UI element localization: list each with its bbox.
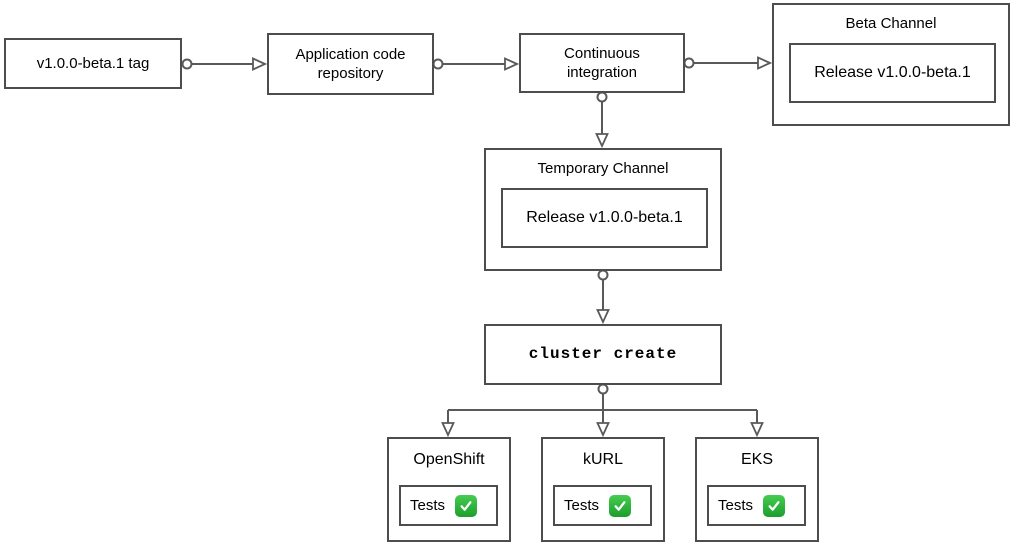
tests-label: Tests bbox=[564, 497, 600, 514]
node-application-code-repository: Application code repository bbox=[267, 33, 434, 95]
application-code-repository-label: Application code repository bbox=[295, 46, 406, 82]
cluster-create-label: cluster create bbox=[528, 345, 678, 363]
eks-title: EKS bbox=[740, 451, 773, 468]
node-eks: EKS Tests bbox=[695, 437, 819, 542]
beta-channel-title: Beta Channel bbox=[845, 15, 937, 32]
arrow-temporary-channel-to-cluster-create bbox=[596, 269, 610, 325]
version-tag-label: v1.0.0-beta.1 tag bbox=[36, 55, 150, 72]
check-mark-green-icon bbox=[609, 494, 632, 517]
openshift-title: OpenShift bbox=[413, 451, 485, 468]
arrow-ci-to-beta-channel bbox=[683, 56, 773, 70]
node-continuous-integration: Continuous integration bbox=[519, 33, 685, 93]
node-cluster-create: cluster create bbox=[484, 324, 722, 385]
kurl-title: kURL bbox=[582, 451, 623, 468]
check-mark-green-icon bbox=[763, 494, 786, 517]
node-beta-release: Release v1.0.0-beta.1 bbox=[789, 43, 996, 103]
arrow-repository-to-ci bbox=[432, 57, 520, 71]
node-version-tag: v1.0.0-beta.1 tag bbox=[4, 38, 182, 89]
node-temporary-release: Release v1.0.0-beta.1 bbox=[501, 188, 708, 248]
node-beta-channel: Beta Channel Release v1.0.0-beta.1 bbox=[772, 3, 1010, 126]
continuous-integration-label: Continuous integration bbox=[564, 45, 640, 81]
branch-cluster-create-to-clusters bbox=[441, 383, 764, 438]
node-kurl: kURL Tests bbox=[541, 437, 665, 542]
node-openshift: OpenShift Tests bbox=[387, 437, 511, 542]
eks-tests-box: Tests bbox=[707, 485, 806, 526]
temporary-release-label: Release v1.0.0-beta.1 bbox=[526, 209, 683, 226]
tests-label: Tests bbox=[718, 497, 754, 514]
openshift-tests-box: Tests bbox=[399, 485, 498, 526]
arrow-ci-to-temporary-channel bbox=[595, 91, 609, 149]
node-temporary-channel: Temporary Channel Release v1.0.0-beta.1 bbox=[484, 148, 722, 271]
beta-release-label: Release v1.0.0-beta.1 bbox=[814, 64, 971, 81]
tests-label: Tests bbox=[410, 497, 446, 514]
arrow-tag-to-repository bbox=[181, 57, 268, 71]
temporary-channel-title: Temporary Channel bbox=[537, 160, 669, 177]
kurl-tests-box: Tests bbox=[553, 485, 652, 526]
check-mark-green-icon bbox=[455, 494, 478, 517]
